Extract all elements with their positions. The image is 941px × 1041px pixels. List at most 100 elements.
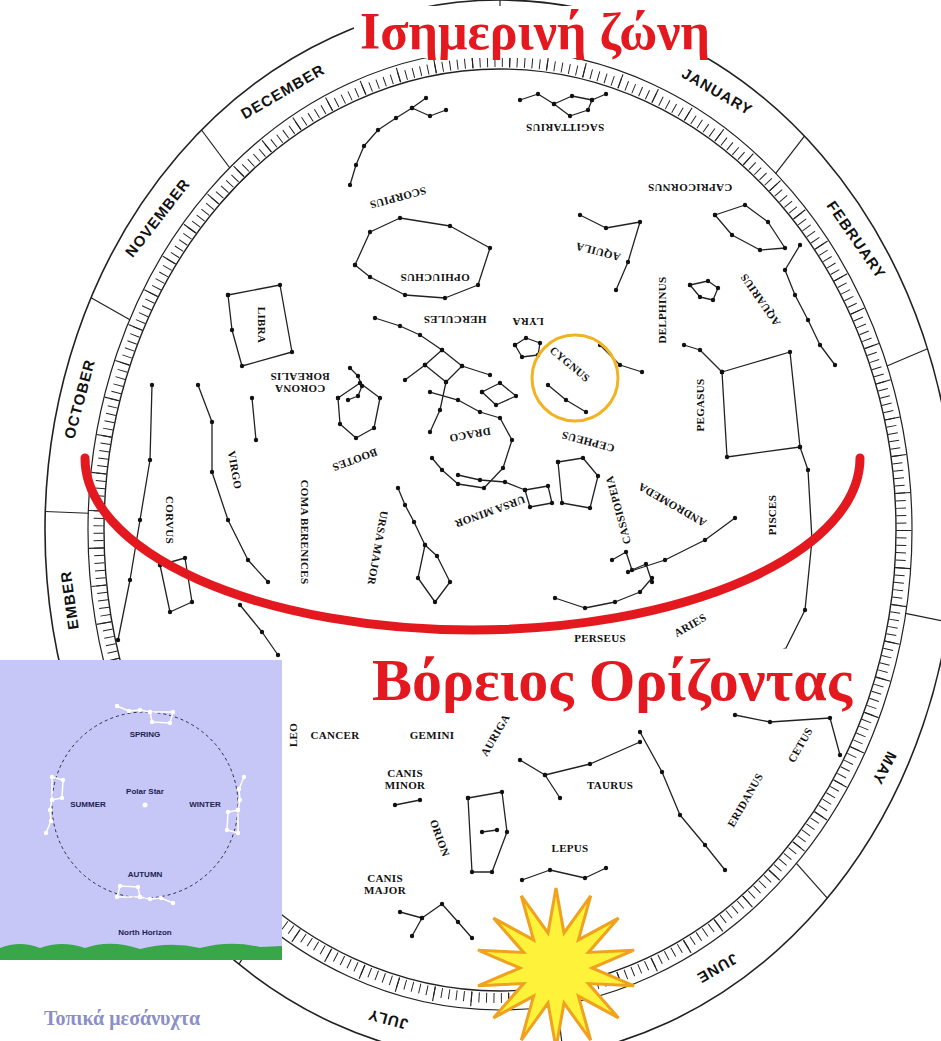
star-dot <box>348 366 352 370</box>
star-dot <box>348 183 352 187</box>
star-dot <box>480 390 484 394</box>
star-dot <box>190 600 194 604</box>
star-dot <box>368 275 372 279</box>
star-dot <box>803 608 807 612</box>
star-dot <box>495 828 499 832</box>
star-dot <box>266 580 270 584</box>
month-label: FEBRUARY <box>823 198 889 282</box>
star-dot <box>356 394 360 398</box>
star-dot <box>412 520 416 524</box>
inset-label: WINTER <box>189 801 221 810</box>
star-dot <box>440 468 444 472</box>
dipper-figure <box>117 706 173 723</box>
star-dot <box>403 378 407 382</box>
star-dot <box>394 116 398 120</box>
star-dot <box>423 543 427 547</box>
star-dot <box>624 550 628 554</box>
constellation-figures <box>118 94 840 938</box>
star-dot <box>398 216 402 220</box>
star-dot <box>581 456 585 460</box>
constellation-label: URSA MAJOR <box>365 510 390 586</box>
star-dot <box>583 606 587 610</box>
month-label: JANUARY <box>679 65 756 119</box>
constellation-label: CANIS MAJOR <box>364 873 406 896</box>
constellation-line <box>520 760 560 798</box>
star-dot <box>613 600 617 604</box>
constellation-line <box>548 385 586 412</box>
star-dot <box>644 562 648 566</box>
inset-label: SPRING <box>130 731 161 740</box>
star-dot <box>630 568 634 572</box>
star-dot <box>336 396 340 400</box>
constellation-label: CAPRICORNUS <box>648 182 733 194</box>
star-dot <box>428 390 432 394</box>
star-dot <box>513 343 517 347</box>
star-dot <box>520 355 524 359</box>
horizon-arc <box>85 458 860 630</box>
sun-burst <box>478 888 634 1041</box>
star-dot <box>210 420 214 424</box>
star-dot <box>523 488 527 492</box>
polaris-dot <box>143 803 148 808</box>
star-dot <box>590 98 594 102</box>
star-dot <box>560 501 564 505</box>
star-dot <box>456 920 460 924</box>
constellation-label: AQUARIUS <box>738 272 783 329</box>
star-dot <box>711 298 715 302</box>
star-dot <box>558 796 562 800</box>
star-dot <box>520 878 524 882</box>
month-divider <box>796 863 827 898</box>
inset-ground <box>0 660 282 960</box>
inset-label: SUMMER <box>70 801 106 810</box>
star-dot <box>543 773 547 777</box>
star-dot <box>552 102 556 106</box>
star-dot <box>226 293 230 297</box>
constellation-line <box>412 918 422 936</box>
star-dot <box>420 916 424 920</box>
star-dot <box>138 518 142 522</box>
star-dot <box>290 350 294 354</box>
star-dot <box>650 576 654 580</box>
star-dot <box>168 610 172 614</box>
month-divider <box>906 613 941 622</box>
constellation-label: PERSEUS <box>574 632 626 644</box>
inset-label: AUTUMN <box>128 871 163 880</box>
inset-hills <box>0 944 282 960</box>
month-label: EMBER <box>58 570 83 631</box>
constellation-label: ANDROMEDA <box>636 481 708 530</box>
star-dot <box>806 468 810 472</box>
star-dot <box>798 445 802 449</box>
dipper-figure <box>227 777 244 833</box>
star-dot <box>720 370 724 374</box>
star-dot <box>494 403 498 407</box>
star-dot <box>546 383 550 387</box>
star-dot <box>128 578 132 582</box>
constellation-label: ERIDANUS <box>725 771 765 829</box>
star-dot <box>604 866 608 870</box>
star-dot <box>650 580 654 584</box>
constellation-line <box>715 205 785 250</box>
circle-outline-ring <box>532 335 618 421</box>
constellation-line <box>430 392 512 488</box>
star-dot <box>456 482 460 486</box>
star-dot <box>336 396 340 400</box>
star-dot <box>230 328 234 332</box>
month-label: DECEMBER <box>238 61 328 122</box>
star-dot <box>353 263 357 267</box>
month-label: MAY <box>869 749 900 788</box>
constellation-label: LEPUS <box>552 842 589 854</box>
constellation-label: LYRA <box>512 316 543 328</box>
star-dot <box>793 293 797 297</box>
star-dot <box>546 484 550 488</box>
constellation-line <box>735 715 840 755</box>
star-dot <box>362 144 366 148</box>
star-dot <box>552 102 556 106</box>
star-dot <box>410 934 414 938</box>
star-dot <box>513 343 517 347</box>
star-dot <box>418 333 422 337</box>
star-dot <box>478 410 482 414</box>
star-dot <box>510 438 514 442</box>
inset-label: Polar Star <box>126 788 164 797</box>
constellation-label: CASSIOPEIA <box>603 475 633 546</box>
star-dot <box>430 456 434 460</box>
